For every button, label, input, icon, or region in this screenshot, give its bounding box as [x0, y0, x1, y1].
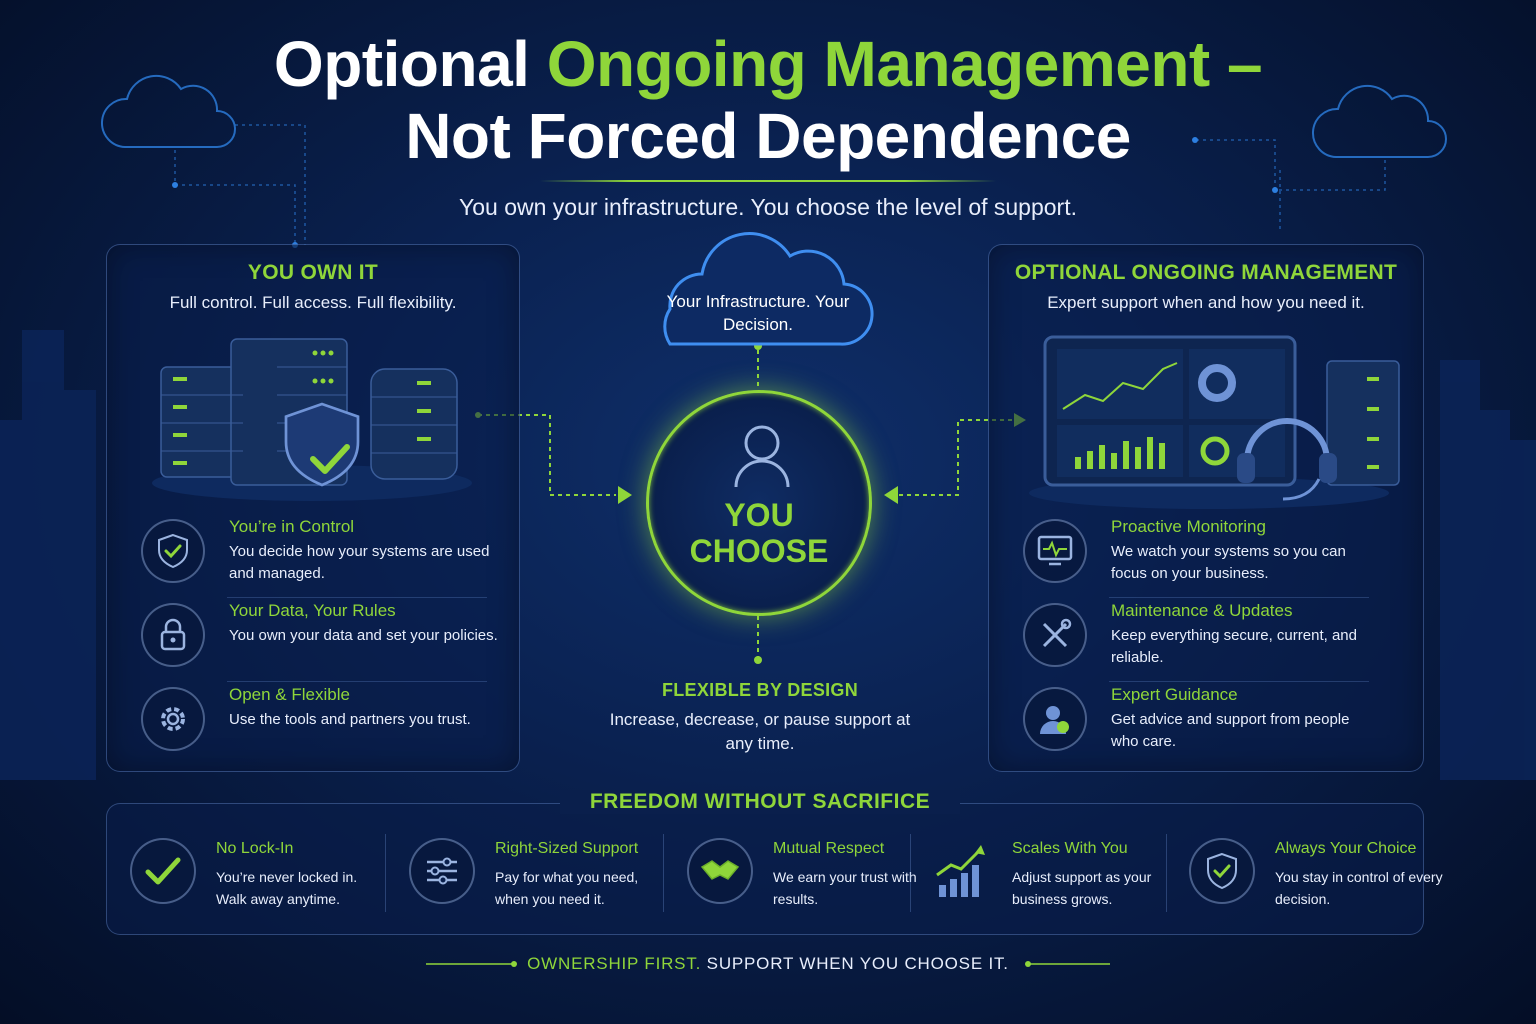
freedom-title: FREEDOM WITHOUT SACRIFICE: [560, 790, 960, 814]
title-line-2: Not Forced Dependence: [405, 100, 1131, 172]
feature-divider: [1109, 681, 1369, 682]
shield-check-icon: [1189, 838, 1255, 904]
lock-icon: [141, 603, 205, 667]
cloud-outline-right: [1312, 84, 1447, 158]
feature-title: Maintenance & Updates: [1111, 601, 1293, 620]
feature-description: Get advice and support from people who c…: [1111, 711, 1350, 750]
feature-open-flexible: Open & Flexible Use the tools and partne…: [141, 685, 511, 761]
feature-description: You own your data and set your policies.: [229, 627, 498, 644]
cloud-text: Your Infrastructure. Your Decision.: [666, 292, 850, 334]
feature-proactive-monitoring: Proactive Monitoring We watch your syste…: [1023, 517, 1393, 593]
you-label: YOU: [724, 497, 794, 533]
feature-divider: [227, 597, 487, 598]
monitoring-dashboard-illustration: [1029, 335, 1400, 509]
flexible-by-design-title: FLEXIBLE BY DESIGN: [661, 680, 859, 700]
benefit-divider: [1166, 834, 1167, 912]
growth-chart-icon: [926, 838, 992, 904]
decision-cloud: Your Infrastructure. Your Decision.: [640, 232, 876, 350]
cloud-outline-left: [101, 74, 236, 148]
panel-heading: OPTIONAL ONGOING MANAGEMENT: [1014, 261, 1398, 284]
feature-description: We watch your systems so you can focus o…: [1111, 543, 1346, 582]
feature-description: You decide how your systems are used and…: [229, 543, 490, 582]
feature-in-control: You’re in Control You decide how your sy…: [141, 517, 511, 593]
flexible-by-design-desc: Increase, decrease, or pause support at …: [609, 710, 911, 753]
benefit-title: Scales With You: [1012, 840, 1128, 857]
footer-green-text: OWNERSHIP FIRST.: [527, 954, 702, 973]
person-icon: [734, 425, 790, 488]
sliders-icon: [409, 838, 475, 904]
handshake-icon: [687, 838, 753, 904]
monitor-pulse-icon: [1023, 519, 1087, 583]
footer-white-text: SUPPORT WHEN YOU CHOOSE IT.: [701, 954, 1009, 973]
benefit-title: Always Your Choice: [1275, 840, 1417, 857]
benefit-description: Pay for what you need, when you need it.: [495, 869, 639, 907]
title-white-part: Optional: [273, 28, 547, 100]
you-own-it-panel: YOU OWN IT Full control. Full access. Fu…: [106, 244, 520, 772]
benefit-title: Right-Sized Support: [495, 840, 639, 857]
feature-description: Keep everything secure, current, and rel…: [1111, 627, 1357, 666]
panel-subheading: Expert support when and how you need it.: [1047, 293, 1365, 312]
feature-divider: [227, 681, 487, 682]
check-icon: [130, 838, 196, 904]
footer-tagline: OWNERSHIP FIRST. SUPPORT WHEN YOU CHOOSE…: [0, 954, 1536, 974]
panel-heading: YOU OWN IT: [247, 261, 379, 284]
shield-check-icon: [141, 519, 205, 583]
title-green-part: Ongoing Management –: [546, 28, 1263, 100]
title-divider: [540, 180, 996, 182]
subtitle: You own your infrastructure. You choose …: [459, 194, 1077, 220]
ongoing-management-panel: OPTIONAL ONGOING MANAGEMENT Expert suppo…: [988, 244, 1424, 772]
headset-icon: [1244, 418, 1330, 462]
feature-maintenance-updates: Maintenance & Updates Keep everything se…: [1023, 601, 1393, 677]
panel-subheading: Full control. Full access. Full flexibil…: [169, 293, 457, 312]
benefit-description: Adjust support as your business grows.: [1012, 869, 1152, 907]
shield-check-icon: [284, 402, 360, 487]
you-choose-circle: YOU CHOOSE: [646, 390, 872, 616]
feature-title: Expert Guidance: [1111, 685, 1238, 704]
feature-title: You’re in Control: [229, 517, 355, 536]
benefit-divider: [663, 834, 664, 912]
page-title: Optional Ongoing Management – Not Forced…: [0, 28, 1536, 172]
cloud-icon: [663, 232, 874, 346]
benefit-description: We earn your trust with results.: [773, 869, 917, 907]
feature-your-data: Your Data, Your Rules You own your data …: [141, 601, 511, 677]
server-rack-illustration: [152, 338, 472, 501]
feature-title: Open & Flexible: [229, 685, 350, 704]
benefit-title: Mutual Respect: [773, 840, 885, 857]
tools-icon: [1023, 603, 1087, 667]
you-choose-label: YOU CHOOSE: [649, 497, 869, 569]
benefit-divider: [385, 834, 386, 912]
feature-title: Proactive Monitoring: [1111, 517, 1266, 536]
benefit-divider: [910, 834, 911, 912]
support-person-icon: [1023, 687, 1087, 751]
benefit-description: You’re never locked in. Walk away anytim…: [216, 869, 358, 907]
gear-icon: [141, 687, 205, 751]
feature-divider: [1109, 597, 1369, 598]
feature-expert-guidance: Expert Guidance Get advice and support f…: [1023, 685, 1393, 761]
donut-chart-icon: [1198, 364, 1236, 402]
benefit-title: No Lock-In: [216, 840, 294, 857]
feature-description: Use the tools and partners you trust.: [229, 711, 471, 728]
benefit-description: You stay in control of every decision.: [1275, 869, 1443, 907]
choose-label: CHOOSE: [689, 533, 829, 569]
feature-title: Your Data, Your Rules: [229, 601, 396, 620]
